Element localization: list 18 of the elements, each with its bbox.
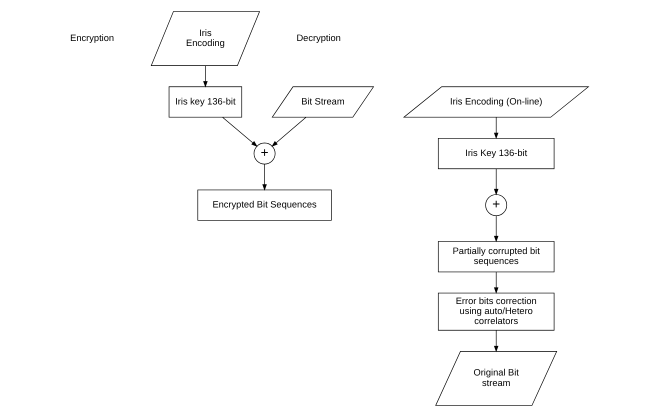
arrow	[271, 116, 306, 147]
arrow	[494, 116, 498, 140]
node-box: Error bits correction using auto/Hetero correlators	[438, 292, 554, 331]
arrow	[222, 116, 258, 147]
arrow	[262, 164, 267, 191]
arrow	[494, 215, 498, 242]
arrow	[494, 330, 498, 352]
arrow	[494, 168, 498, 196]
arrow	[494, 272, 498, 294]
node-box: Iris key 136-bit	[168, 86, 242, 118]
node-box: Encrypted Bit Sequences	[197, 190, 332, 221]
label: Decryption	[296, 32, 341, 43]
node-box: Iris Key 136-bit	[438, 138, 554, 170]
node-circle: +	[485, 194, 508, 216]
node-box: Partially corrupted bit sequences	[438, 241, 554, 272]
node-circle: +	[254, 142, 276, 164]
label: Encryption	[70, 32, 114, 43]
arrow	[203, 66, 208, 88]
